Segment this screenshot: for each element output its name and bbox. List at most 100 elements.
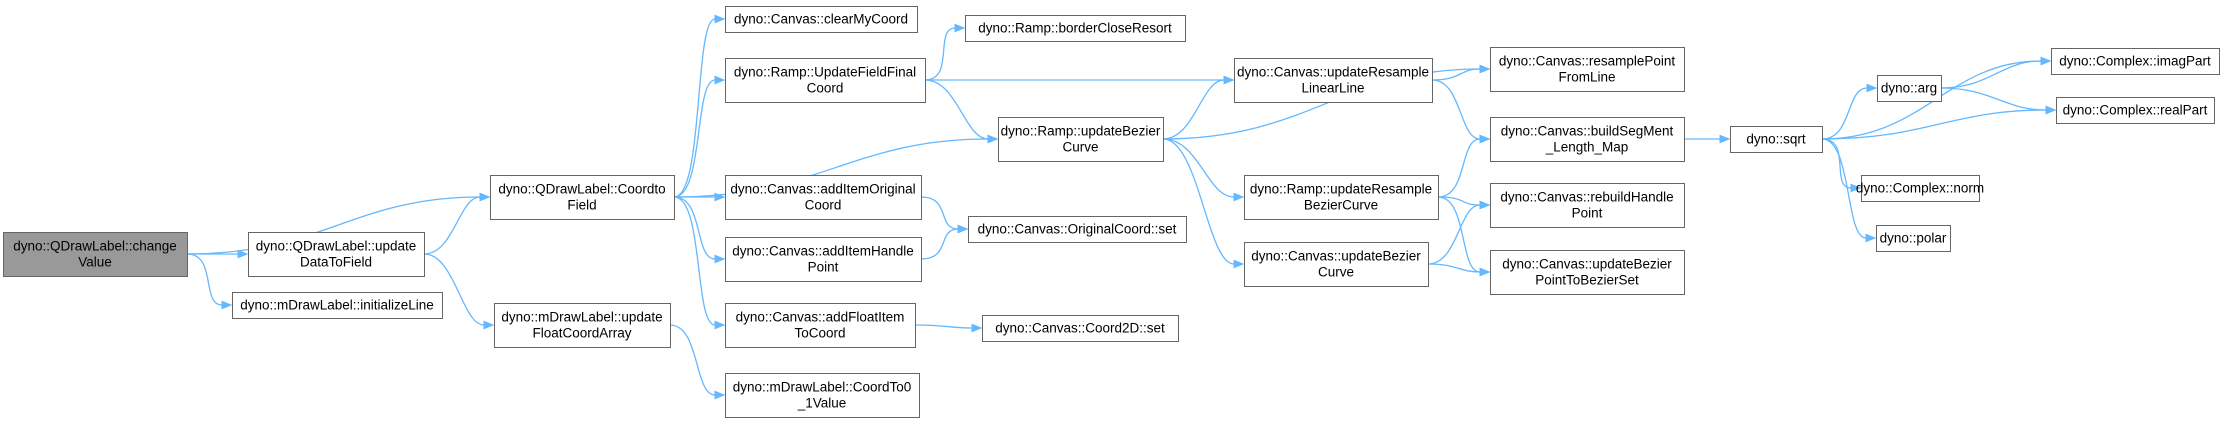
node-updatebezierpoint[interactable]: dyno::Canvas::updateBezierPointToBezierS… xyxy=(1490,250,1685,295)
node-label: Curve xyxy=(1318,265,1354,280)
node-label: dyno::Canvas::buildSegMent xyxy=(1501,124,1674,139)
edge-additemoriginal-to-originalcoordset xyxy=(920,196,959,230)
edge-rampupdatebezier-to-rampupdateresamplebezier xyxy=(1162,138,1235,198)
node-borderclose[interactable]: dyno::Ramp::borderCloseResort xyxy=(965,15,1186,42)
arrowhead xyxy=(1850,183,1862,193)
node-label: dyno::Canvas::rebuildHandle xyxy=(1500,190,1673,205)
node-label: dyno::Canvas::updateBezier xyxy=(1251,249,1421,264)
node-label: dyno::mDrawLabel::update xyxy=(501,310,662,325)
node-norm[interactable]: dyno::Complex::norm xyxy=(1856,175,1984,202)
node-label: Coord xyxy=(807,81,844,96)
node-label: dyno::Canvas::addFloatItem xyxy=(736,310,905,325)
node-label: dyno::Ramp::updateBezier xyxy=(1001,124,1161,139)
arrowhead xyxy=(1479,64,1491,74)
arrowhead xyxy=(714,390,726,400)
edge-addfloatitem-to-coord2dset xyxy=(914,324,973,329)
node-box xyxy=(1244,242,1429,287)
node-label: Field xyxy=(567,198,596,213)
edge-sqrt-to-realpart xyxy=(1821,109,2047,140)
node-arg[interactable]: dyno::arg xyxy=(1877,75,1942,102)
arrowhead xyxy=(1233,259,1245,269)
node-label: ToCoord xyxy=(794,326,845,341)
node-realpart[interactable]: dyno::Complex::realPart xyxy=(2056,97,2215,124)
arrowhead xyxy=(987,134,999,144)
node-label: dyno::QDrawLabel::Coordto xyxy=(498,182,665,197)
node-box xyxy=(1244,175,1439,220)
node-box xyxy=(3,232,188,277)
node-box xyxy=(1730,126,1823,153)
node-buildsegment[interactable]: dyno::Canvas::buildSegMent_Length_Map xyxy=(1490,117,1685,162)
node-label: dyno::arg xyxy=(1881,81,1937,96)
edge-sqrt-to-arg xyxy=(1821,87,1868,140)
node-box xyxy=(1490,47,1685,92)
node-box xyxy=(968,216,1187,243)
arrowhead xyxy=(1719,134,1731,144)
edge-additemhandle-to-originalcoordset xyxy=(920,228,959,260)
arrowhead xyxy=(714,320,726,330)
arrowhead xyxy=(483,320,495,330)
node-label: dyno::mDrawLabel::CoordTo0 xyxy=(733,380,912,395)
arrowhead xyxy=(1479,200,1491,210)
node-imagpart[interactable]: dyno::Complex::imagPart xyxy=(2051,48,2220,75)
node-initline[interactable]: dyno::mDrawLabel::initializeLine xyxy=(232,292,443,319)
node-coordto01[interactable]: dyno::mDrawLabel::CoordTo0_1Value xyxy=(725,373,920,418)
arrowhead xyxy=(2040,56,2052,66)
node-label: dyno::Canvas::Coord2D::set xyxy=(995,321,1165,336)
node-label: LinearLine xyxy=(1301,81,1364,96)
edge-updatefieldfinal-to-rampupdatebezier xyxy=(924,79,989,140)
node-label: BezierCurve xyxy=(1304,198,1378,213)
node-label: FromLine xyxy=(1558,70,1615,85)
node-label: PointToBezierSet xyxy=(1535,273,1639,288)
node-label: _Length_Map xyxy=(1545,140,1629,155)
node-clearmycoord[interactable]: dyno::Canvas::clearMyCoord xyxy=(725,6,918,33)
node-box xyxy=(725,237,922,282)
edge-updatefieldfinal-to-borderclose xyxy=(924,27,956,81)
arrowhead xyxy=(714,75,726,85)
node-box xyxy=(725,303,916,348)
node-sqrt[interactable]: dyno::sqrt xyxy=(1730,126,1823,153)
node-label: DataToField xyxy=(300,255,372,270)
edge-updateresamplelinear-to-resamplepoint xyxy=(1431,68,1481,81)
edge-coordtofield-to-addfloatitem xyxy=(673,196,716,326)
node-originalcoordset[interactable]: dyno::Canvas::OriginalCoord::set xyxy=(968,216,1187,243)
arrowhead xyxy=(971,323,983,333)
node-box xyxy=(725,175,922,220)
node-label: dyno::sqrt xyxy=(1746,132,1806,147)
node-label: Point xyxy=(1572,206,1603,221)
edge-arg-to-imagpart xyxy=(1940,60,2042,89)
node-label: _1Value xyxy=(797,396,847,411)
node-polar[interactable]: dyno::polar xyxy=(1876,225,1951,252)
node-label: FloatCoordArray xyxy=(532,326,631,341)
node-box xyxy=(725,373,920,418)
arrowhead xyxy=(714,192,726,202)
arrowhead xyxy=(714,254,726,264)
node-label: dyno::Canvas::OriginalCoord::set xyxy=(978,222,1177,237)
node-box xyxy=(725,58,926,103)
edge-root-to-initline xyxy=(186,253,223,306)
edge-rampupdateresamplebezier-to-updatebezierpoint xyxy=(1437,196,1481,273)
arrowhead xyxy=(1223,75,1235,85)
edge-mupdatefloat-to-coordto01 xyxy=(669,324,716,396)
edges-layer xyxy=(186,14,2057,400)
node-box xyxy=(998,117,1164,162)
node-label: dyno::Canvas::clearMyCoord xyxy=(734,12,908,27)
node-label: dyno::mDrawLabel::initializeLine xyxy=(240,298,434,313)
node-label: dyno::QDrawLabel::update xyxy=(256,239,417,254)
node-coord2dset[interactable]: dyno::Canvas::Coord2D::set xyxy=(982,315,1179,342)
node-box xyxy=(1876,225,1951,252)
